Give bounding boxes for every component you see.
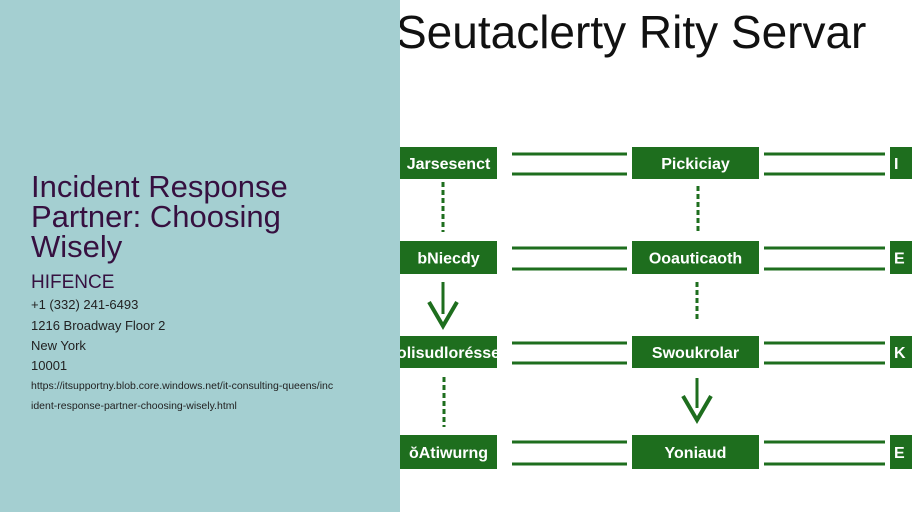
- diagram-box-label: olisudlorésse: [400, 345, 500, 362]
- diagram-box-label: E: [894, 445, 905, 462]
- phone-number: +1 (332) 241-6493: [31, 297, 139, 312]
- diagram-box-label: ŏAtiwurng: [409, 445, 488, 462]
- diagram-box-label: Swoukrolar: [652, 345, 739, 362]
- info-panel: Incident Response Partner: Choosing Wise…: [0, 0, 400, 512]
- diagram-box: [632, 241, 759, 274]
- diagram-box: [632, 336, 759, 368]
- page-title: Incident Response Partner: Choosing Wise…: [31, 169, 288, 264]
- diagram-box-label: Yoniaud: [665, 445, 727, 462]
- diagram-box-label: Ooauticaoth: [649, 251, 742, 268]
- city: New York: [31, 338, 86, 353]
- flow-diagram: Seutaclerty Rity Servar Jarsesenct Pickic…: [400, 6, 912, 469]
- url-line-2[interactable]: ident-response-partner-choosing-wisely.h…: [31, 400, 237, 412]
- arrow-down-icon: [427, 300, 459, 330]
- diagram-box: [400, 336, 497, 368]
- zip-code: 10001: [31, 358, 68, 373]
- address-line: 1216 Broadway Floor 2: [31, 318, 166, 333]
- diagram-box: [632, 435, 759, 469]
- diagram-image: Seutaclerty Rity Servar Jarsesenct Pickic…: [400, 0, 912, 512]
- diagram-box: [890, 147, 912, 179]
- diagram-box-label: Pickiciay: [661, 156, 730, 173]
- diagram-box-label: bNiecdy: [417, 251, 479, 268]
- diagram-box: [890, 241, 912, 274]
- diagram-box-label: E: [894, 251, 905, 268]
- diagram-box: [632, 147, 759, 179]
- diagram-box: [400, 241, 497, 274]
- diagram-box-label: K: [894, 345, 906, 362]
- diagram-box: [400, 435, 497, 469]
- url-line-1[interactable]: https://itsupportny.blob.core.windows.ne…: [31, 380, 334, 392]
- diagram-box-label: Jarsesenct: [407, 156, 491, 173]
- diagram-heading: Seutaclerty Rity Servar: [400, 6, 866, 58]
- diagram-box: [890, 336, 912, 368]
- diagram-box: [890, 435, 912, 469]
- company-name: HIFENCE: [31, 272, 115, 293]
- diagram-box-label: I: [894, 156, 898, 173]
- diagram-box: [400, 147, 497, 179]
- arrow-down-icon: [681, 394, 713, 424]
